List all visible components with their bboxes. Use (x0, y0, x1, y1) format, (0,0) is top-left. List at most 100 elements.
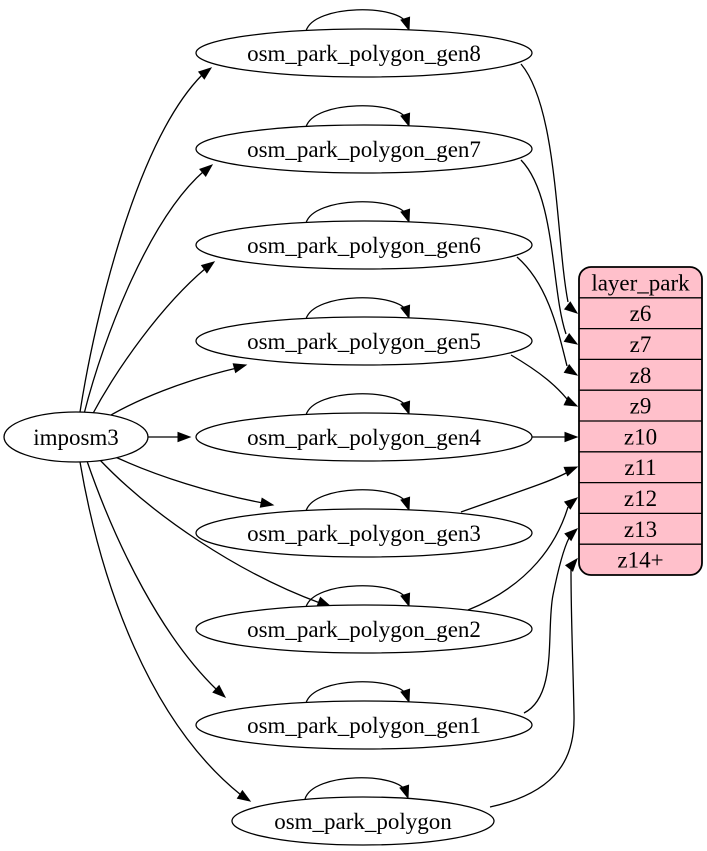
edge-osm_park_polygon_gen8-to-z6-spline (520, 63, 569, 303)
edge-imposm3-to-osm_park_polygon_gen1-spline (86, 460, 218, 691)
node-osm_park_polygon_gen5-label: osm_park_polygon_gen5 (247, 329, 481, 354)
self-loop-osm_park_polygon_gen4 (305, 393, 411, 416)
node-osm_park_polygon_gen7: osm_park_polygon_gen7 (195, 124, 533, 174)
edge-osm_park_polygon_gen8-to-z6-arrowhead (563, 301, 579, 314)
node-osm_park_polygon_gen7-ellipse (195, 124, 533, 174)
self-loop-osm_park_polygon_gen3-spline (305, 489, 408, 512)
node-osm_park_polygon_gen2-ellipse (195, 604, 533, 654)
edge-imposm3-to-osm_park_polygon_gen5-spline (100, 367, 238, 422)
edge-osm_park_polygon_gen3-to-z11 (460, 466, 579, 513)
edge-osm_park_polygon_gen3-to-z11-arrowhead (563, 466, 579, 477)
edge-imposm3-to-osm_park_polygon-arrowhead (236, 789, 252, 802)
node-osm_park_polygon_gen6-label: osm_park_polygon_gen6 (247, 233, 481, 258)
self-loop-osm_park_polygon_gen6-arrowhead (400, 208, 411, 224)
table-row-label: z9 (630, 394, 652, 419)
node-osm_park_polygon_gen7-label: osm_park_polygon_gen7 (247, 137, 481, 162)
table-row-label: z8 (630, 363, 652, 388)
node-osm_park_polygon_gen3-label: osm_park_polygon_gen3 (247, 521, 481, 546)
node-osm_park_polygon_gen4-label: osm_park_polygon_gen4 (247, 425, 481, 450)
self-loop-osm_park_polygon_gen1 (305, 681, 411, 704)
self-loop-osm_park_polygon_gen2-spline (305, 585, 408, 608)
edge-imposm3-to-osm_park_polygon_gen1-arrowhead (212, 684, 227, 698)
table-row-label: z7 (630, 332, 652, 357)
table-row-z13: z13 (624, 517, 657, 542)
self-loop-osm_park_polygon_gen4-spline (305, 393, 408, 416)
edge-imposm3-to-osm_park_polygon_gen5-arrowhead (232, 363, 248, 374)
node-osm_park_polygon-ellipse (231, 796, 495, 846)
table-row-z10: z10 (624, 424, 657, 449)
table-row-z7: z7 (630, 332, 652, 357)
edge-imposm3-to-osm_park_polygon-spline (79, 461, 242, 796)
node-osm_park_polygon-label: osm_park_polygon (274, 809, 452, 834)
edge-osm_park_polygon_gen2-to-z12-arrowhead (563, 497, 579, 510)
node-imposm3-ellipse (3, 411, 149, 463)
self-loop-osm_park_polygon_gen5 (305, 297, 411, 320)
edge-imposm3-to-osm_park_polygon_gen4-arrowhead (177, 431, 192, 443)
self-loop-osm_park_polygon (304, 777, 410, 800)
edge-osm_park_polygon_gen4-to-z10 (532, 431, 579, 443)
edge-imposm3-to-osm_park_polygon_gen3-arrowhead (259, 497, 275, 508)
table-row-label: z12 (624, 486, 657, 511)
table-row-label: z11 (624, 455, 656, 480)
edge-imposm3-to-osm_park_polygon_gen8-spline (79, 74, 203, 413)
edge-imposm3-to-osm_park_polygon_gen3 (108, 453, 275, 508)
edge-imposm3-to-osm_park_polygon_gen6 (90, 261, 216, 418)
self-loop-osm_park_polygon_gen6-spline (305, 201, 408, 224)
table-row-z12: z12 (624, 486, 657, 511)
edge-osm_park_polygon_gen5-to-z9-spline (510, 354, 568, 400)
edge-imposm3-to-osm_park_polygon_gen2-arrowhead (316, 596, 332, 607)
self-loop-osm_park_polygon-arrowhead (399, 784, 410, 800)
node-osm_park_polygon_gen3: osm_park_polygon_gen3 (195, 508, 533, 558)
table-row-label: z10 (624, 424, 657, 449)
self-loop-osm_park_polygon_gen2 (305, 585, 411, 608)
edge-osm_park_polygon_gen1-to-z13-spline (523, 537, 570, 714)
self-loop-osm_park_polygon_gen8 (305, 9, 411, 32)
table-row-label: z13 (624, 517, 657, 542)
edge-osm_park_polygon_gen6-to-z8-arrowhead (563, 363, 579, 376)
self-loop-osm_park_polygon_gen3-arrowhead (400, 496, 411, 512)
edge-osm_park_polygon_gen7-to-z7 (520, 159, 579, 345)
node-osm_park_polygon_gen6-ellipse (195, 220, 533, 270)
edge-imposm3-to-osm_park_polygon_gen3-spline (108, 453, 264, 504)
node-osm_park_polygon_gen2-label: osm_park_polygon_gen2 (247, 617, 481, 642)
edge-osm_park_polygon_gen2-to-z12 (467, 497, 579, 611)
self-loop-osm_park_polygon_gen7-arrowhead (400, 112, 411, 128)
edge-osm_park_polygon_gen6-to-z8 (516, 256, 579, 376)
edge-osm_park_polygon_gen5-to-z9-arrowhead (563, 395, 579, 407)
self-loop-osm_park_polygon_gen3 (305, 489, 411, 512)
node-osm_park_polygon_gen2: osm_park_polygon_gen2 (195, 604, 533, 654)
table-row-label: z6 (630, 301, 652, 326)
edge-imposm3-to-osm_park_polygon_gen7-spline (83, 170, 205, 415)
node-osm_park_polygon_gen1: osm_park_polygon_gen1 (195, 700, 533, 750)
edge-osm_park_polygon-to-z14+-arrowhead (564, 557, 578, 572)
self-loop-osm_park_polygon-spline (304, 777, 407, 800)
edge-imposm3-to-osm_park_polygon_gen2 (98, 458, 332, 607)
edge-osm_park_polygon_gen1-to-z13 (523, 528, 579, 714)
node-osm_park_polygon_gen8: osm_park_polygon_gen8 (195, 28, 533, 78)
edge-osm_park_polygon_gen7-to-z7-spline (520, 159, 567, 335)
table-row-label: z14+ (617, 548, 663, 573)
node-imposm3: imposm3 (3, 411, 149, 463)
node-osm_park_polygon_gen8-ellipse (195, 28, 533, 78)
edge-imposm3-to-osm_park_polygon_gen7-arrowhead (199, 164, 214, 178)
self-loop-osm_park_polygon_gen8-spline (305, 9, 408, 32)
self-loop-osm_park_polygon_gen5-spline (305, 297, 408, 320)
table-row-z14+: z14+ (617, 548, 663, 573)
edge-imposm3-to-osm_park_polygon_gen6-spline (90, 267, 207, 418)
node-osm_park_polygon_gen4: osm_park_polygon_gen4 (195, 412, 533, 462)
self-loop-osm_park_polygon_gen7-spline (305, 105, 408, 128)
edge-imposm3-to-osm_park_polygon_gen1 (86, 460, 227, 698)
self-loop-osm_park_polygon_gen7 (305, 105, 411, 128)
edge-imposm3-to-osm_park_polygon_gen4 (148, 431, 192, 443)
node-osm_park_polygon_gen1-label: osm_park_polygon_gen1 (247, 713, 481, 738)
edge-osm_park_polygon_gen1-to-z13-arrowhead (564, 528, 579, 542)
self-loop-osm_park_polygon_gen2-arrowhead (400, 592, 411, 608)
node-osm_park_polygon_gen6: osm_park_polygon_gen6 (195, 220, 533, 270)
table-row-z9: z9 (630, 394, 652, 419)
node-osm_park_polygon_gen5: osm_park_polygon_gen5 (195, 316, 533, 366)
edge-osm_park_polygon_gen6-to-z8-spline (516, 256, 568, 367)
edge-osm_park_polygon-to-z14+-spline (489, 569, 575, 808)
